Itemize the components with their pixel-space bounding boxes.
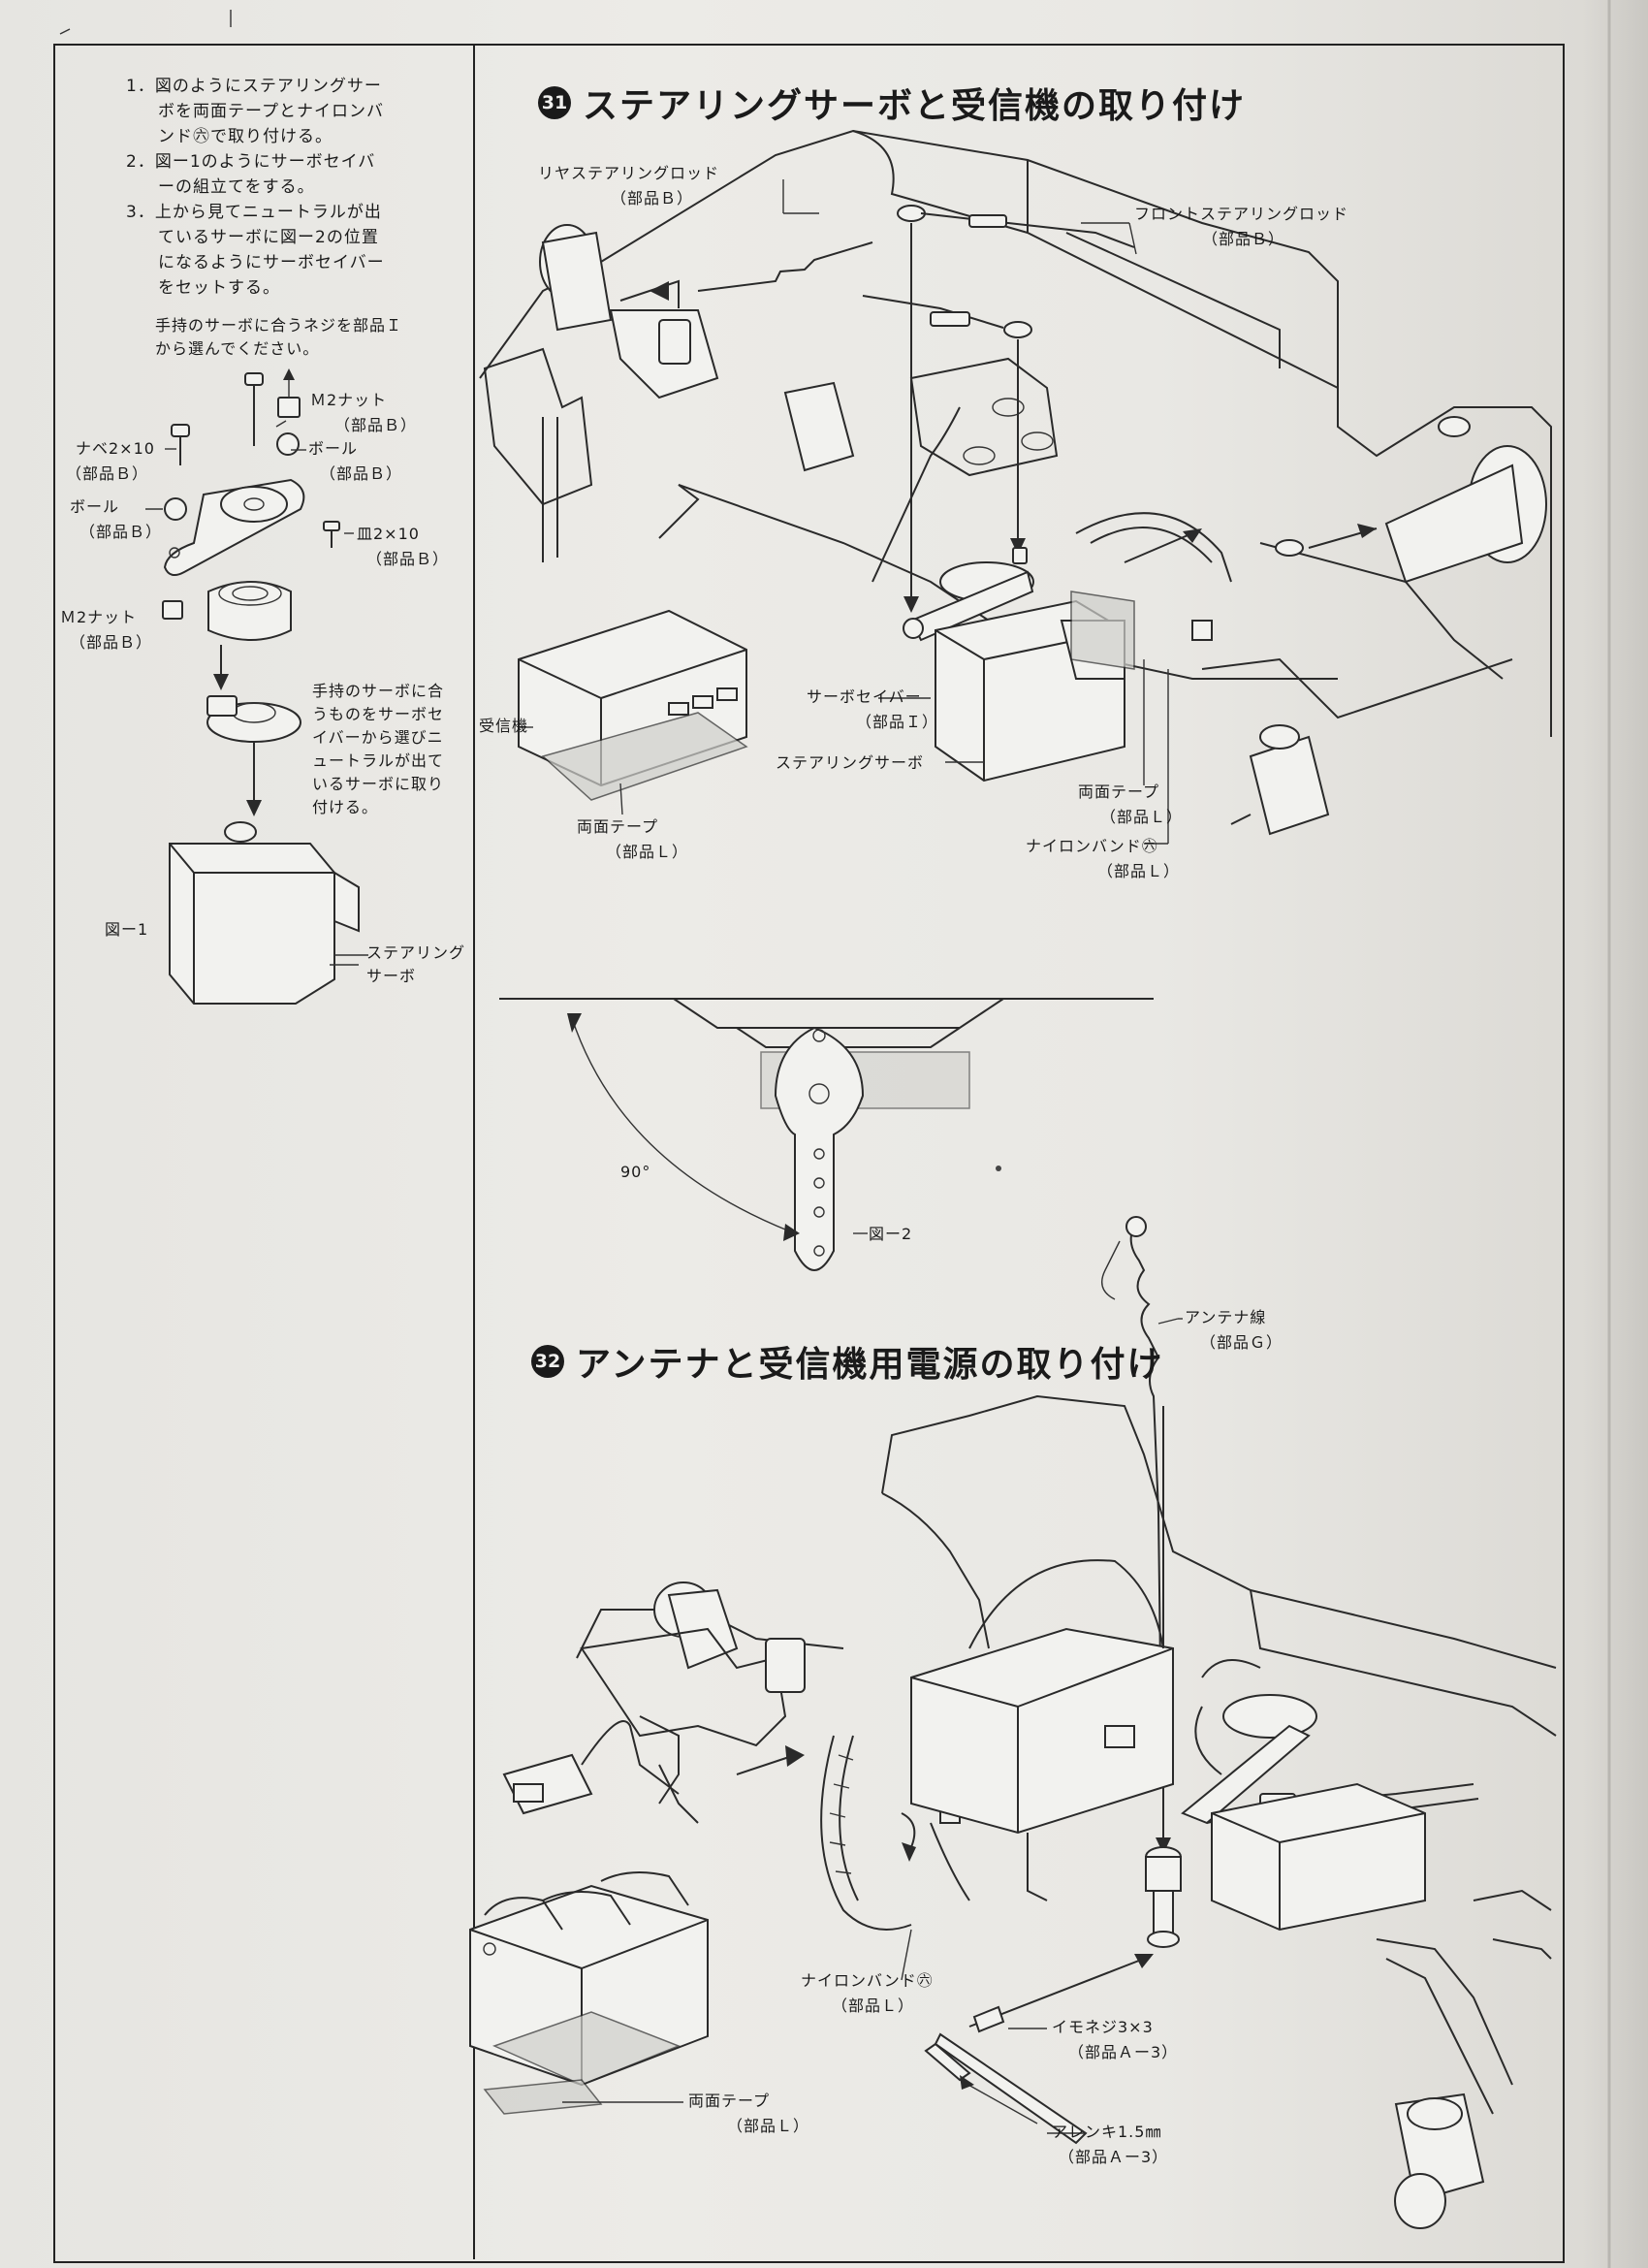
page-frame — [53, 44, 1565, 2263]
servo-saver-exploded-illustration — [162, 368, 360, 1005]
label-saver: サーボセイバー — [807, 687, 922, 706]
label-ball-left-part: （部品Ｂ） — [79, 523, 163, 541]
section31-chassis-illustration — [479, 129, 1552, 836]
saver-note-line-1: 手持のサーボに合 — [312, 682, 445, 700]
label-antenna-part: （部品Ｇ） — [1200, 1333, 1284, 1352]
label-rear-rod: リヤステアリングロッド — [538, 164, 720, 182]
fig2-servo-horn-diagram — [567, 998, 1004, 1271]
column-divider — [473, 44, 475, 2259]
label-steering-servo: ステアリングサーボ — [776, 753, 925, 772]
screw-note-line-2: から選んでください。 — [155, 339, 320, 358]
label-m2-nut-bottom-part: （部品Ｂ） — [70, 633, 153, 652]
saver-note-line-6: 付ける。 — [312, 798, 379, 816]
section32-chassis-illustration — [469, 1216, 1557, 2229]
label-set-screw: イモネジ3×3 — [1052, 2018, 1154, 2036]
label-sara-part: （部品Ｂ） — [366, 550, 450, 568]
label-ball-left: ボール — [70, 497, 120, 516]
label-antenna: アンテナ線 — [1185, 1308, 1267, 1326]
label-set-screw-part: （部品Ａー3） — [1068, 2043, 1179, 2061]
label-tape-left-part: （部品Ｌ） — [606, 843, 689, 861]
label-nabe: ナベ2×10 — [76, 439, 155, 458]
label-ball-right: ボール — [308, 439, 359, 458]
section32-number: 32 — [531, 1345, 564, 1378]
label-nylon-band-32: ナイロンバンド㊅ — [801, 1971, 934, 1990]
fig2-caption: 図ー2 — [869, 1225, 913, 1243]
label-tape-32: 両面テープ — [688, 2092, 771, 2110]
section32-title: アンテナと受信機用電源の取り付け — [576, 1345, 1164, 1385]
saver-note-line-5: いるサーボに取り — [312, 775, 445, 793]
step-1-line-3: ンド㊅で取り付ける。 — [158, 127, 333, 146]
step-1-line-2: ボを両面テープとナイロンバ — [158, 102, 384, 121]
label-servo-line-1: ステアリング — [366, 943, 466, 962]
step-1-line-1: 1．図のようにステアリングサー — [126, 77, 382, 96]
saver-note-line-2: うものをサーボセ — [312, 705, 445, 723]
label-nylon-band-32-part: （部品Ｌ） — [832, 1996, 915, 2015]
section31-heading: 31 ステアリングサーボと受信機の取り付け — [538, 78, 1246, 128]
step-3-line-2: ているサーボに図ー2の位置 — [158, 228, 379, 247]
label-receiver: 受信機 — [479, 717, 529, 735]
label-m2-nut-top-part: （部品Ｂ） — [334, 416, 418, 434]
label-servo-line-2: サーボ — [366, 967, 417, 985]
step-2-line-2: ーの組立てをする。 — [158, 177, 315, 197]
step-3-line-1: 3．上から見てニュートラルが出 — [126, 203, 382, 222]
label-m2-nut-top: Ｍ2ナット — [310, 391, 388, 409]
label-tape-32-part: （部品Ｌ） — [727, 2117, 810, 2135]
section31-title: ステアリングサーボと受信機の取り付け — [583, 86, 1247, 126]
label-allen-key-part: （部品Ａー3） — [1059, 2148, 1169, 2166]
step-3-line-3: になるようにサーボセイバー — [158, 253, 385, 272]
label-tape-right-part: （部品Ｌ） — [1100, 808, 1184, 826]
label-front-rod-part: （部品Ｂ） — [1202, 230, 1285, 248]
label-allen-key: アレンキ1.5㎜ — [1052, 2123, 1162, 2141]
step-2-line-1: 2．図ー1のようにサーボセイバ — [126, 152, 376, 172]
label-front-rod: フロントステアリングロッド — [1134, 205, 1349, 223]
label-saver-part: （部品Ｉ） — [856, 713, 939, 731]
label-nylon-band-part: （部品Ｌ） — [1097, 862, 1181, 880]
section32-heading: 32 アンテナと受信機用電源の取り付け — [531, 1336, 1164, 1387]
label-nabe-part: （部品Ｂ） — [66, 464, 149, 483]
label-tape-right: 両面テープ — [1078, 783, 1160, 801]
saver-note-line-3: イバーから選びニ — [312, 728, 444, 747]
screw-note-line-1: 手持のサーボに合うネジを部品Ｉ — [155, 316, 403, 335]
fig1-caption: 図ー1 — [105, 920, 149, 939]
section31-number: 31 — [538, 86, 571, 119]
label-ball-right-part: （部品Ｂ） — [320, 464, 403, 483]
label-rear-rod-part: （部品Ｂ） — [611, 189, 694, 208]
fig2-angle-label: 90° — [620, 1163, 651, 1181]
label-nylon-band: ナイロンバンド㊅ — [1026, 837, 1158, 855]
step-3-line-4: をセットする。 — [158, 278, 280, 298]
label-m2-nut-bottom: Ｍ2ナット — [60, 608, 138, 626]
label-tape-left: 両面テープ — [577, 817, 659, 836]
label-sara: 皿2×10 — [357, 525, 420, 543]
leader-lines — [145, 179, 1183, 2134]
saver-note-line-4: ュートラルが出て — [312, 751, 445, 770]
